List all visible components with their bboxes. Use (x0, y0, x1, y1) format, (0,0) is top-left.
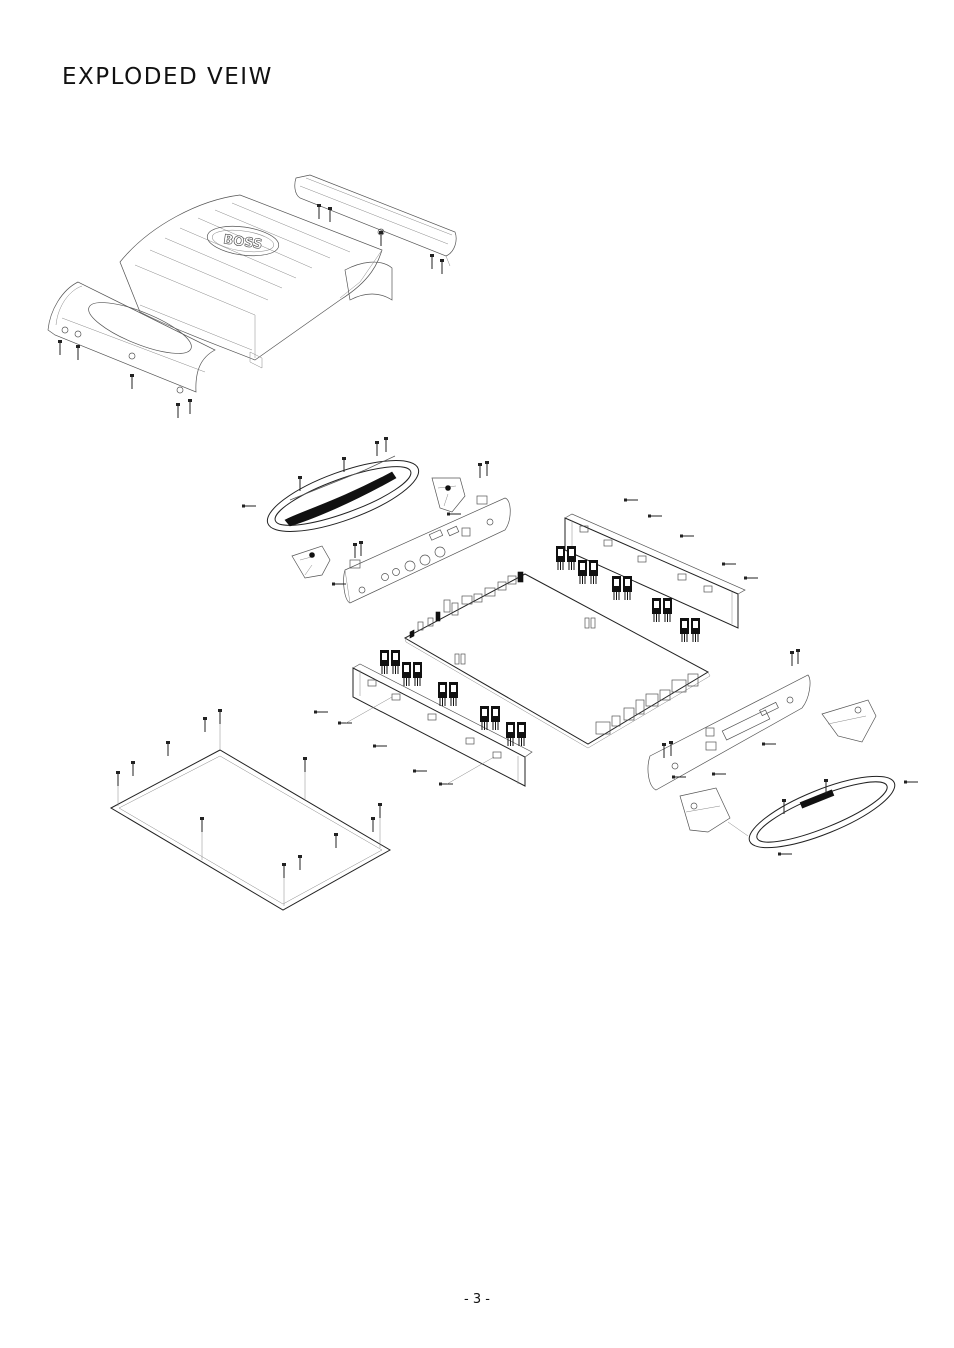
logo-badge: BOSS (205, 222, 280, 260)
heatsink-rail-lower (314, 650, 532, 786)
page-number: - 3 - (0, 1292, 954, 1307)
mounting-bracket-rear-left (680, 788, 748, 836)
bottom-plate (111, 709, 390, 910)
front-end-cap (48, 282, 215, 418)
front-panel-plate (332, 461, 510, 603)
mounting-bracket-right (432, 478, 465, 512)
rear-panel-bezel (741, 762, 918, 861)
mounting-bracket-rear-right (822, 700, 876, 742)
pcb-components-rear (596, 674, 698, 734)
heatsink-cover (120, 195, 392, 368)
mounting-bracket-left (292, 546, 330, 578)
front-panel-bezel (242, 437, 426, 546)
heatsink-rail-upper (556, 499, 758, 643)
logo-text: BOSS (222, 232, 263, 252)
rear-panel-plate (648, 649, 810, 790)
